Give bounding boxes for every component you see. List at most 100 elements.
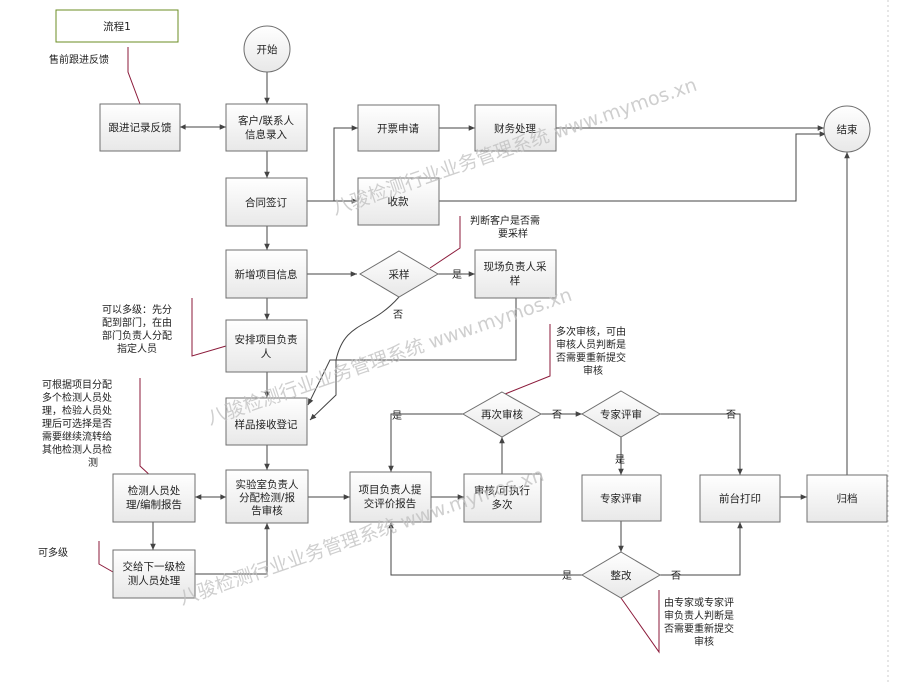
svg-text:否需要重新提交: 否需要重新提交 bbox=[664, 622, 734, 635]
svg-text:现场负责人采: 现场负责人采 bbox=[484, 260, 547, 273]
node-invoice-request[interactable]: 开票申请 bbox=[357, 104, 440, 152]
svg-text:审核: 审核 bbox=[694, 635, 714, 648]
svg-text:理后可选择是否: 理后可选择是否 bbox=[42, 417, 112, 430]
svg-text:审核/可执行: 审核/可执行 bbox=[474, 484, 531, 497]
svg-text:交给下一级检: 交给下一级检 bbox=[123, 560, 186, 573]
svg-text:部门负责人分配: 部门负责人分配 bbox=[102, 329, 172, 342]
node-handover[interactable]: 交给下一级检 测人员处理 bbox=[112, 549, 196, 599]
svg-text:理/编制报告: 理/编制报告 bbox=[126, 498, 182, 511]
node-sample-receive[interactable]: 样品接收登记 bbox=[225, 397, 308, 446]
svg-text:告审核: 告审核 bbox=[251, 504, 283, 517]
label-expert-yes: 是 bbox=[615, 454, 625, 466]
node-end[interactable]: 结束 bbox=[823, 105, 871, 153]
note-judge-sampling: 判断客户是否需 要采样 bbox=[470, 214, 540, 240]
svg-text:前台打印: 前台打印 bbox=[719, 492, 761, 505]
node-follow-record[interactable]: 跟进记录反馈 bbox=[99, 103, 181, 152]
svg-text:安排项目负责: 安排项目负责 bbox=[235, 333, 298, 346]
node-lab-assign[interactable]: 实验室负责人 分配检测/报 告审核 bbox=[225, 469, 309, 524]
node-customer-entry[interactable]: 客户/联系人 信息录入 bbox=[225, 103, 308, 152]
svg-text:开票申请: 开票申请 bbox=[377, 122, 419, 135]
node-front-print[interactable]: 前台打印 bbox=[699, 474, 781, 523]
svg-text:结束: 结束 bbox=[837, 123, 858, 136]
label-rectify-yes: 是 bbox=[562, 570, 572, 582]
node-expert-review[interactable]: 专家评审 bbox=[581, 474, 662, 522]
label-sampling-no: 否 bbox=[393, 309, 403, 321]
note-expert: 由专家或专家评 审负责人判断是 否需要重新提交 审核 bbox=[664, 596, 734, 648]
svg-text:配到部门，在由: 配到部门，在由 bbox=[102, 316, 172, 329]
svg-text:理，检验人员处: 理，检验人员处 bbox=[42, 404, 112, 417]
svg-text:需要继续流转给: 需要继续流转给 bbox=[42, 430, 112, 443]
note-reaudit: 多次审核，可由 审核人员判断是 否需要重新提交 审核 bbox=[556, 325, 626, 377]
svg-text:归档: 归档 bbox=[837, 492, 858, 505]
svg-text:多次: 多次 bbox=[492, 498, 513, 511]
svg-text:人: 人 bbox=[261, 348, 272, 360]
node-rectify-decision[interactable]: 整改 bbox=[581, 551, 661, 599]
node-sampling-decision[interactable]: 采样 bbox=[359, 250, 439, 298]
node-inspector-report[interactable]: 检测人员处 理/编制报告 bbox=[112, 473, 196, 523]
svg-text:判断客户是否需: 判断客户是否需 bbox=[470, 214, 540, 227]
svg-text:由专家或专家评: 由专家或专家评 bbox=[664, 596, 734, 609]
svg-text:交评价报告: 交评价报告 bbox=[364, 497, 417, 510]
node-collection[interactable]: 收款 bbox=[357, 177, 440, 226]
svg-text:跟进记录反馈: 跟进记录反馈 bbox=[109, 121, 172, 134]
svg-text:专家评审: 专家评审 bbox=[600, 408, 642, 421]
label-recheck-yes: 是 bbox=[392, 410, 402, 422]
svg-text:多个检测人员处: 多个检测人员处 bbox=[42, 391, 112, 404]
note-multilevel-assign: 可以多级：先分 配到部门，在由 部门负责人分配 指定人员 bbox=[102, 303, 172, 355]
node-start[interactable]: 开始 bbox=[243, 25, 291, 73]
svg-text:新增项目信息: 新增项目信息 bbox=[235, 268, 298, 281]
note-leaders bbox=[98, 47, 660, 654]
svg-text:审核人员判断是: 审核人员判断是 bbox=[556, 338, 626, 351]
svg-text:可多级: 可多级 bbox=[38, 546, 68, 559]
svg-text:可根据项目分配: 可根据项目分配 bbox=[42, 378, 112, 391]
note-multilevel: 可多级 bbox=[38, 546, 68, 559]
label-rectify-no: 否 bbox=[671, 570, 681, 582]
node-new-project[interactable]: 新增项目信息 bbox=[225, 249, 308, 299]
svg-text:测: 测 bbox=[88, 456, 98, 469]
svg-text:可以多级：先分: 可以多级：先分 bbox=[102, 303, 172, 316]
label-expert-no: 否 bbox=[726, 409, 736, 421]
svg-text:要采样: 要采样 bbox=[498, 227, 528, 240]
svg-text:合同签订: 合同签订 bbox=[245, 196, 287, 209]
branch-labels: 是 否 是 否 是 否 是 否 bbox=[392, 269, 736, 582]
label-sampling-yes: 是 bbox=[452, 269, 462, 281]
svg-text:实验室负责人: 实验室负责人 bbox=[236, 478, 299, 491]
node-archive[interactable]: 归档 bbox=[806, 474, 888, 523]
node-assign-manager[interactable]: 安排项目负责 人 bbox=[225, 319, 308, 373]
svg-text:检测人员处: 检测人员处 bbox=[128, 484, 181, 497]
node-recheck-decision[interactable]: 再次审核 bbox=[461, 391, 543, 438]
node-expert-decision[interactable]: 专家评审 bbox=[581, 390, 661, 438]
svg-text:收款: 收款 bbox=[388, 195, 409, 208]
svg-text:否需要重新提交: 否需要重新提交 bbox=[556, 351, 626, 364]
svg-text:专家评审: 专家评审 bbox=[600, 492, 642, 505]
svg-text:审负责人判断是: 审负责人判断是 bbox=[664, 609, 734, 622]
process-tab-label: 流程1 bbox=[103, 20, 131, 33]
node-audit[interactable]: 审核/可执行 多次 bbox=[463, 473, 542, 523]
node-contract[interactable]: 合同签订 bbox=[225, 177, 308, 227]
node-finance[interactable]: 财务处理 bbox=[474, 104, 557, 152]
svg-text:财务处理: 财务处理 bbox=[494, 122, 536, 135]
note-dispatch: 可根据项目分配 多个检测人员处 理，检验人员处 理后可选择是否 需要继续流转给 … bbox=[42, 378, 112, 469]
label-recheck-no: 否 bbox=[552, 409, 562, 421]
svg-text:其他检测人员检: 其他检测人员检 bbox=[42, 443, 112, 456]
note-presale: 售前跟进反馈 bbox=[49, 53, 109, 66]
svg-text:分配检测/报: 分配检测/报 bbox=[239, 491, 296, 504]
svg-text:再次审核: 再次审核 bbox=[481, 408, 523, 421]
svg-text:售前跟进反馈: 售前跟进反馈 bbox=[49, 53, 109, 66]
svg-text:整改: 整改 bbox=[611, 569, 632, 582]
svg-text:客户/联系人: 客户/联系人 bbox=[238, 114, 295, 127]
process-tab[interactable]: 流程1 bbox=[55, 9, 179, 43]
svg-text:采样: 采样 bbox=[389, 268, 410, 281]
svg-text:信息录入: 信息录入 bbox=[245, 128, 287, 141]
node-field-sampling[interactable]: 现场负责人采 样 bbox=[474, 249, 557, 299]
svg-text:指定人员: 指定人员 bbox=[117, 342, 157, 355]
svg-text:测人员处理: 测人员处理 bbox=[128, 574, 181, 587]
svg-text:开始: 开始 bbox=[257, 43, 278, 56]
svg-text:多次审核，可由: 多次审核，可由 bbox=[556, 325, 626, 338]
svg-text:样: 样 bbox=[510, 274, 521, 287]
svg-text:项目负责人提: 项目负责人提 bbox=[359, 483, 422, 496]
node-submit-report[interactable]: 项目负责人提 交评价报告 bbox=[349, 471, 432, 523]
connectors bbox=[150, 72, 850, 576]
